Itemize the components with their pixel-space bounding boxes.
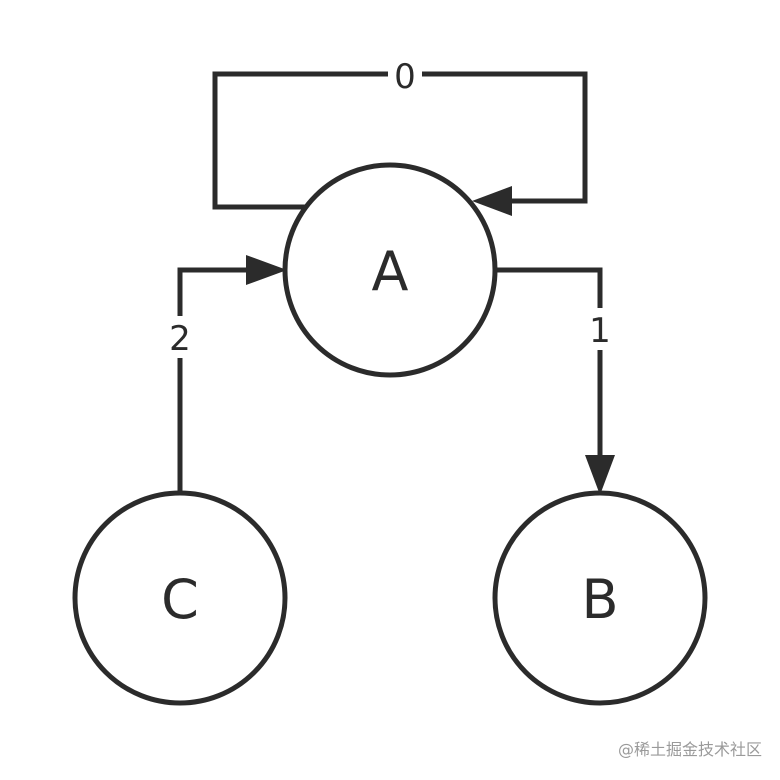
edge-a-to-b-arrowhead xyxy=(585,455,615,495)
node-a xyxy=(282,162,498,378)
edge-a-to-a-arrowhead xyxy=(472,186,512,216)
node-a-label: A xyxy=(372,240,409,303)
node-b xyxy=(492,490,708,706)
edge-a-to-b-line xyxy=(496,267,603,458)
edge-c-to-a-line xyxy=(177,267,250,493)
edge-c-to-a-label-bg xyxy=(164,316,196,358)
node-c xyxy=(72,490,288,706)
edge-a-to-b-label-bg xyxy=(584,308,616,350)
edge-c-to-a-arrowhead xyxy=(246,255,287,285)
edge-a-to-a-label-bg xyxy=(388,56,422,94)
watermark: @稀土掘金技术社区 xyxy=(617,740,762,759)
edge-a-to-b-label: 1 xyxy=(589,311,611,351)
edge-c-to-a-label: 2 xyxy=(169,319,191,359)
node-c-label: C xyxy=(161,568,199,631)
node-b-label: B xyxy=(581,568,618,631)
edge-a-to-a-label: 0 xyxy=(394,57,416,97)
